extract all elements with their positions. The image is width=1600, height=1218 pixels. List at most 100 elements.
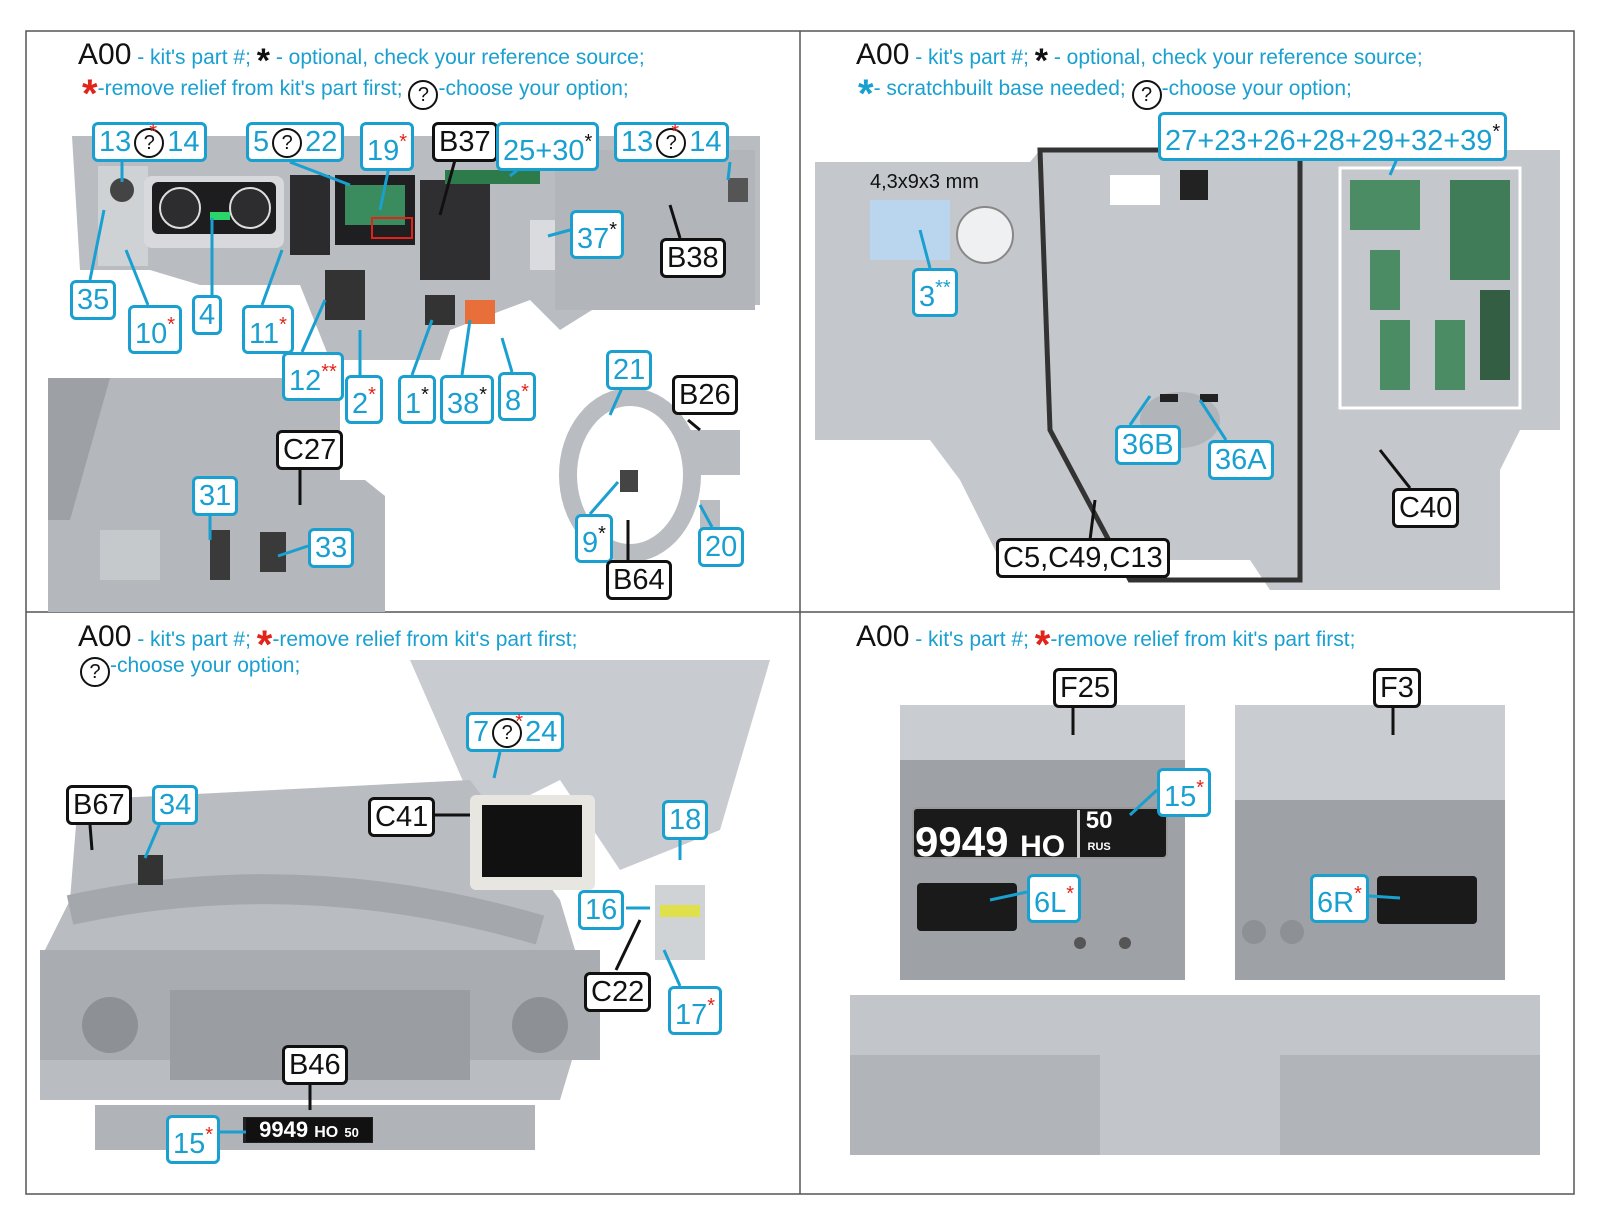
legend-panel-2-line-1: A00 - kit's part #; * - optional, check …: [856, 38, 1423, 81]
legend-code: A00: [78, 620, 132, 653]
leader-line: [918, 229, 932, 269]
leader-line: [1128, 788, 1159, 817]
part-label: 36A: [1208, 440, 1274, 480]
leader-line: [1378, 449, 1412, 489]
leader-line: [698, 504, 714, 528]
asterisk-icon: *: [1354, 883, 1362, 905]
legend-code: A00: [856, 620, 910, 653]
part-number: 16: [585, 894, 618, 926]
asterisk-icon: *: [421, 384, 429, 406]
part-label: 12**: [282, 352, 344, 401]
part-label: C41: [368, 797, 436, 837]
leader-line: [1088, 499, 1097, 541]
legend-panel-4-line-1: A00 - kit's part #; *-remove relief from…: [856, 620, 1355, 668]
steering-wheel-photo: [559, 388, 740, 562]
part-label: 3**: [912, 268, 958, 317]
asterisk-icon: *: [1034, 42, 1048, 80]
asterisk-icon: *: [368, 384, 376, 406]
asterisk-icon: *: [1492, 121, 1501, 143]
legend-text: - kit's part #;: [131, 46, 257, 69]
part-label: 27+23+26+28+29+32+39*: [1158, 112, 1508, 161]
part-number: B26: [679, 379, 731, 411]
part-number: 24: [525, 716, 558, 748]
part-number: 14: [689, 126, 722, 158]
part-label: 21: [606, 350, 653, 390]
asterisk-icon: **: [321, 361, 337, 383]
asterisk-icon: *: [521, 381, 529, 403]
part-number: 36B: [1122, 429, 1174, 461]
part-label: 15*: [1157, 768, 1212, 817]
asterisk-icon: *: [858, 72, 874, 116]
legend-text: - scratchbuilt base needed;: [873, 77, 1132, 100]
part-label: 20: [698, 527, 745, 567]
leader-line: [1128, 395, 1152, 426]
part-number: 12: [289, 365, 322, 397]
question-icon: ?: [656, 128, 687, 158]
part-number: C5,C49,C13: [1003, 542, 1163, 574]
part-number: 33: [315, 532, 348, 564]
legend-text: - kit's part #;: [131, 628, 257, 651]
part-number: 6R: [1317, 887, 1355, 919]
asterisk-icon: *: [479, 384, 488, 406]
rear-license-plate: 9949 НО 50 RUS: [915, 807, 1113, 865]
part-label: 25+30*: [496, 122, 600, 171]
legend-code: A00: [78, 38, 132, 71]
front-grille-photo: [40, 660, 770, 1150]
asterisk-icon: *: [1034, 623, 1051, 667]
legend-panel-3-line-2: ?-choose your option;: [80, 654, 300, 687]
leader-line: [500, 337, 514, 373]
part-label: B67: [66, 785, 132, 825]
question-icon: ?: [134, 128, 165, 158]
legend-text: -choose your option;: [1161, 77, 1352, 100]
part-number: 4,3x9x3 mm: [870, 171, 979, 193]
part-label: 7?24*: [466, 711, 565, 752]
part-number: 22: [305, 126, 338, 158]
asterisk-icon: *: [609, 219, 618, 241]
part-number: 9: [582, 527, 599, 559]
part-label: 19*: [360, 122, 415, 171]
part-label: 1*: [398, 375, 436, 424]
part-label: C5,C49,C13: [996, 538, 1170, 578]
question-icon: ?: [272, 128, 303, 158]
part-number: 11: [249, 318, 280, 350]
part-label: B37: [432, 122, 498, 162]
legend-text: - optional, check your reference source;: [270, 46, 645, 69]
asterisk-icon: *: [399, 131, 408, 153]
part-label: 2*: [345, 375, 383, 424]
asterisk-icon: *: [279, 314, 287, 336]
plate-region-box: 50 RUS: [1076, 809, 1112, 858]
wall-panel-photo: [815, 147, 1560, 590]
part-number: 27+23+26+28+29+32+39: [1165, 125, 1493, 157]
part-number: 2: [352, 388, 369, 420]
part-number: 15: [1164, 781, 1197, 813]
legend-text: - optional, check your reference source;: [1048, 46, 1423, 69]
part-number: 7: [473, 716, 490, 748]
asterisk-icon: *: [256, 42, 270, 80]
part-label: B46: [282, 1045, 348, 1085]
asterisk-icon: *: [671, 121, 680, 143]
part-number: C27: [283, 434, 337, 466]
leader-line: [438, 159, 457, 216]
legend-text: -choose your option;: [110, 654, 301, 677]
part-number: 17: [675, 999, 708, 1031]
part-number: 21: [613, 354, 646, 386]
leader-line: [410, 319, 434, 376]
legend-panel-1-line-2: *-remove relief from kit's part first; ?…: [82, 72, 629, 117]
leader-line: [124, 249, 150, 306]
question-icon: ?: [492, 718, 523, 748]
legend-panel-3-line-1: A00 - kit's part #; *-remove relief from…: [78, 620, 577, 668]
part-label: C40: [1392, 488, 1460, 528]
front-license-plate: 9949 НО 50: [246, 1118, 372, 1142]
part-number: C41: [375, 801, 429, 833]
leader-line: [668, 204, 682, 239]
part-number: 35: [77, 284, 110, 316]
part-label: F25: [1053, 668, 1117, 708]
part-number: 38: [447, 388, 480, 420]
leader-line: [88, 209, 106, 281]
leader-line: [277, 544, 309, 558]
dashboard-photo: [72, 136, 760, 360]
part-label: C22: [584, 972, 652, 1012]
part-label: 31: [192, 476, 239, 516]
part-number: 10: [135, 318, 168, 350]
asterisk-icon: *: [598, 523, 606, 545]
